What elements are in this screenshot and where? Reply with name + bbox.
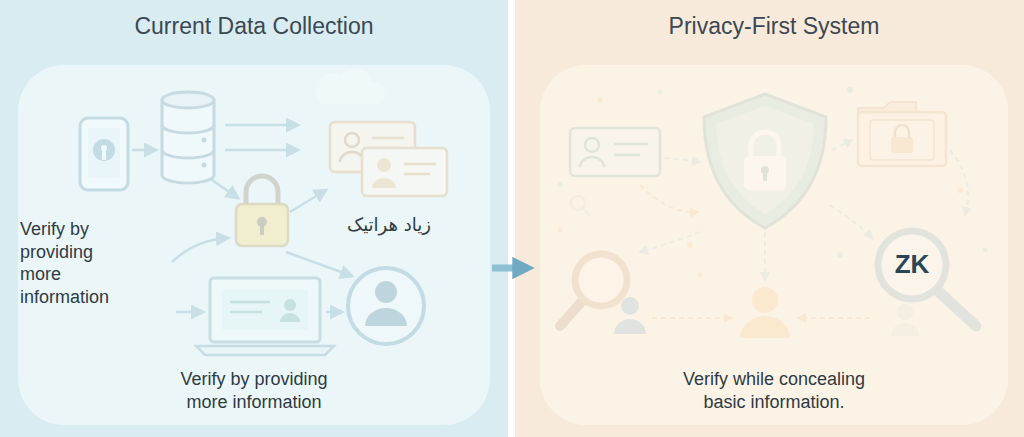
script-note: زیاد هراتیک [330, 214, 448, 236]
panel-caption: Verify while concealing basic informatio… [669, 368, 879, 415]
left-ground [0, 0, 508, 437]
flow-arrow [492, 265, 528, 272]
divider [508, 0, 515, 437]
side-note: Verify by providing more information [20, 218, 132, 308]
panel-heading: Current Data Collection [18, 13, 490, 40]
panel-heading: Privacy-First System [540, 13, 1008, 40]
panel: Privacy-First SystemVerify while conceal… [540, 65, 1008, 425]
panel-caption: Verify by providing more information [167, 368, 342, 415]
zk-label: ZK [882, 249, 942, 280]
right-ground [515, 0, 1024, 437]
